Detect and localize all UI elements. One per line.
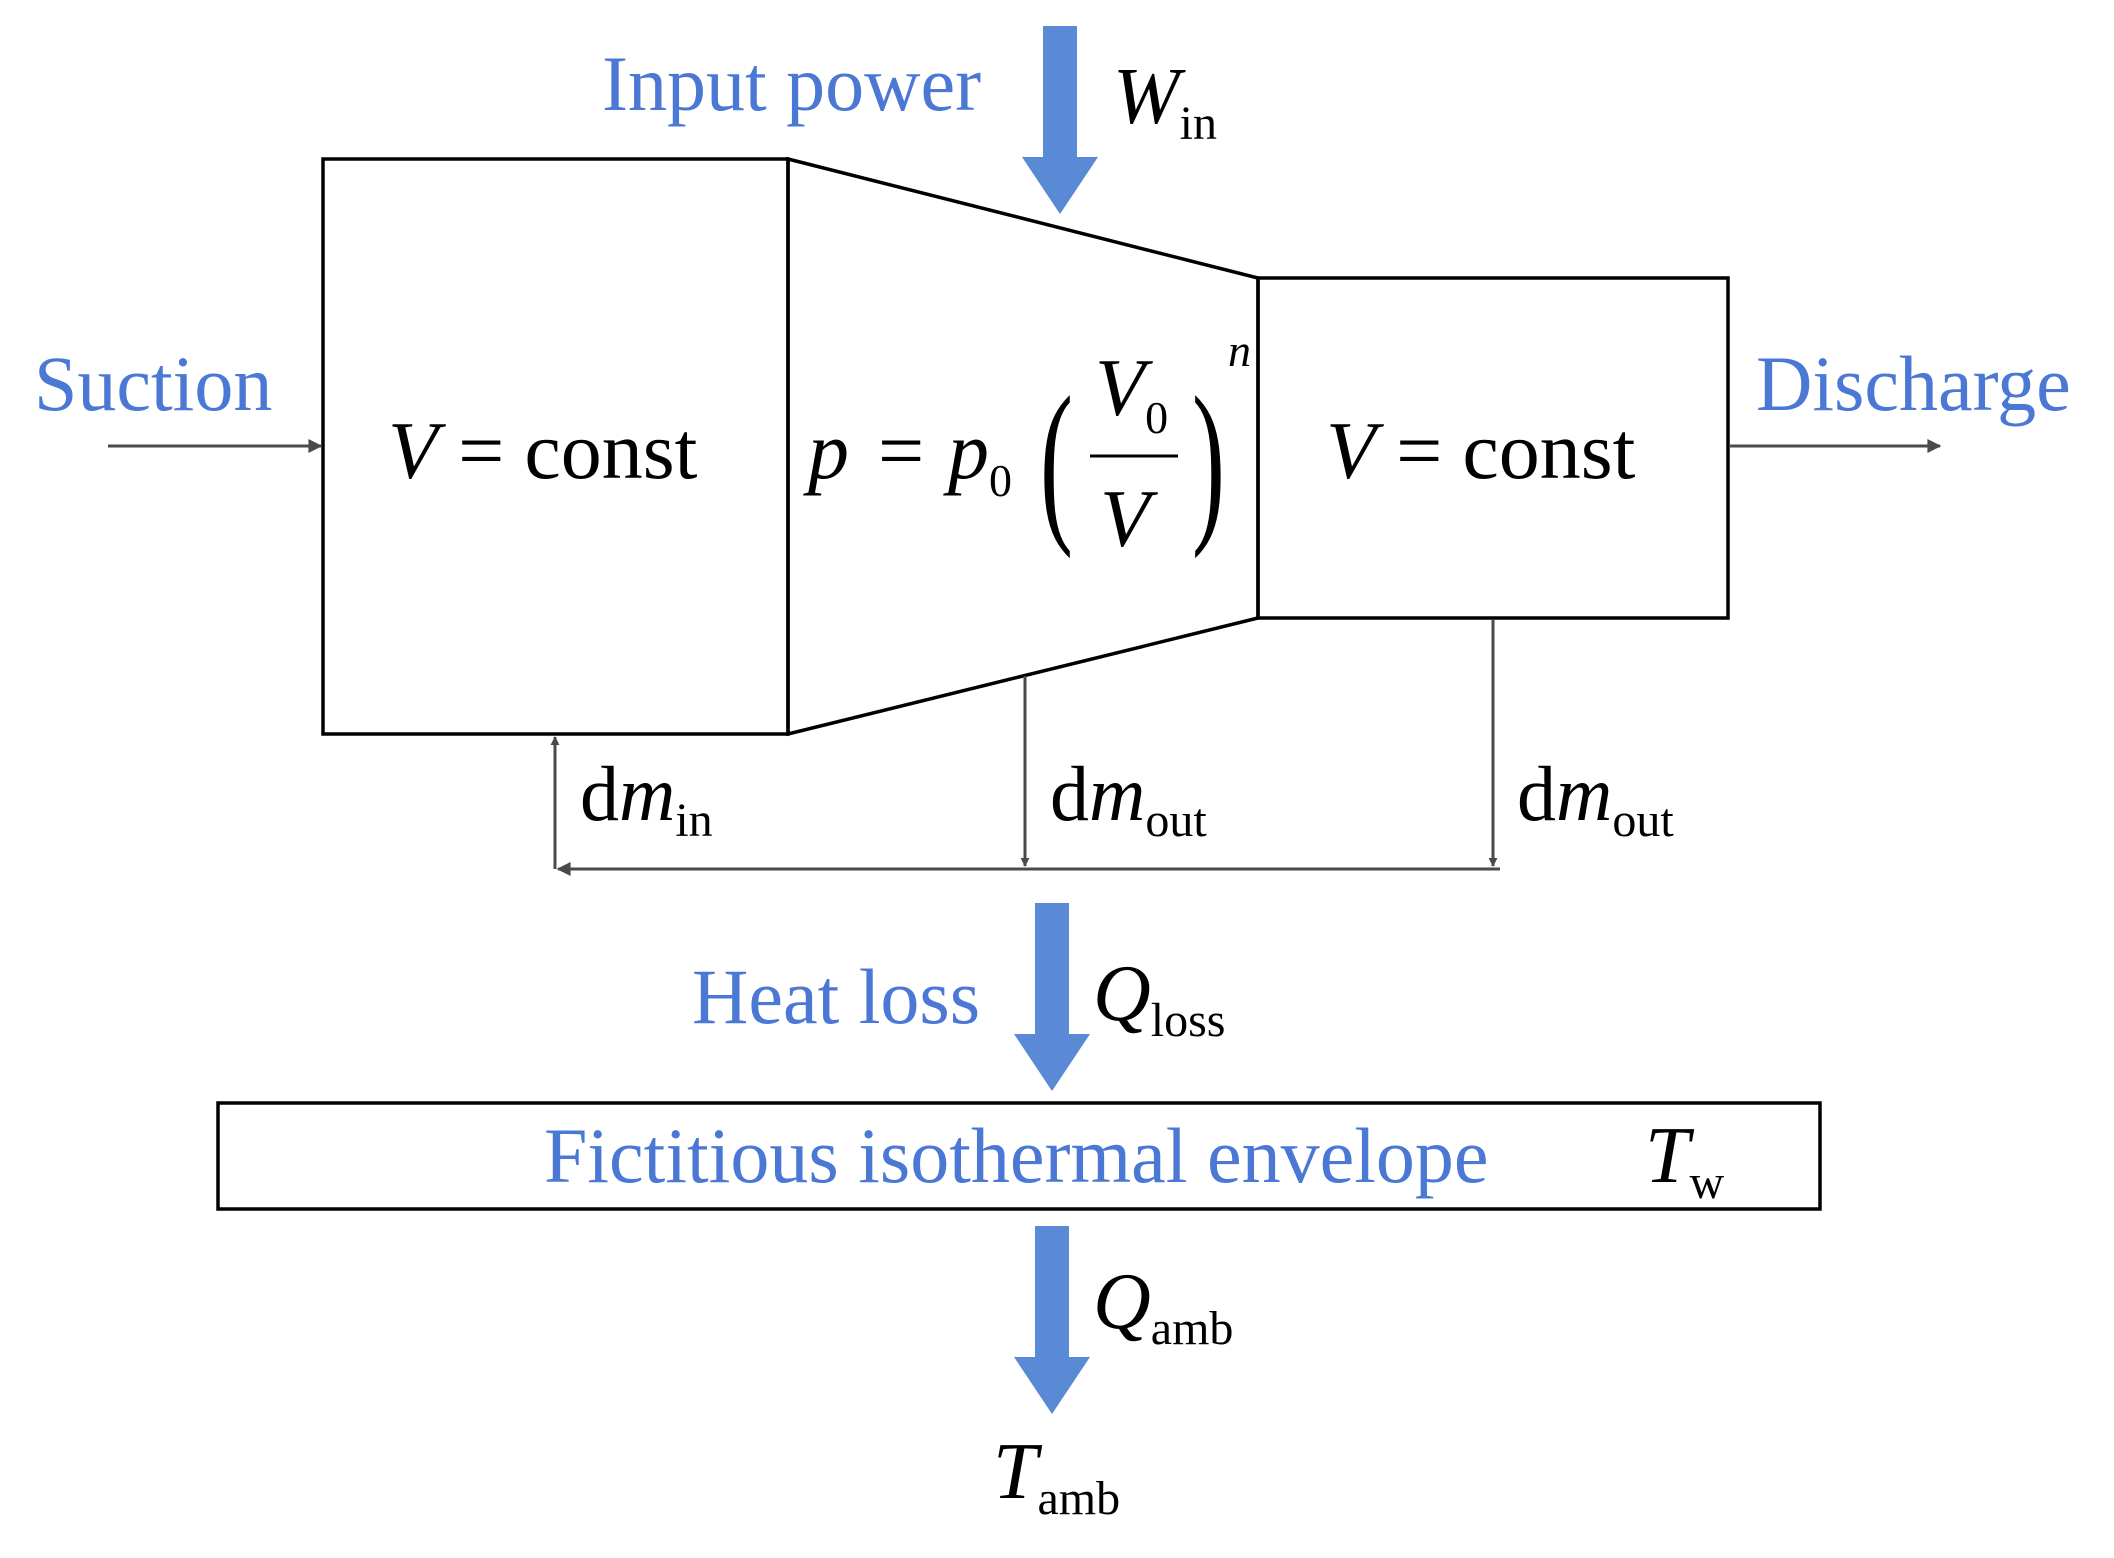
polytropic-equation: p = p0 ( V0 V ) n xyxy=(803,325,1251,564)
eq-p: p xyxy=(803,405,849,496)
right-box-equation: V=const xyxy=(1326,405,1636,496)
eq-right-paren: ) xyxy=(1192,361,1225,559)
eq-left-paren: ( xyxy=(1040,361,1073,559)
dm-out-right-label: dmout xyxy=(1517,750,1674,847)
heat-loss-arrow xyxy=(1014,903,1090,1091)
dm-in-label: dmin xyxy=(580,750,713,847)
t-amb-symbol: Tamb xyxy=(993,1428,1120,1525)
right-chamber-box xyxy=(1256,276,1730,620)
ambient-heat-arrow xyxy=(1014,1226,1090,1414)
eq-denominator: V xyxy=(1100,473,1158,564)
suction-label: Suction xyxy=(34,340,272,427)
left-box-equation: V=const xyxy=(388,405,698,496)
compression-chamber xyxy=(786,156,1260,737)
dm-out-middle-label: dmout xyxy=(1050,750,1207,847)
envelope-label: Fictitious isothermal envelope xyxy=(544,1112,1489,1199)
discharge-label: Discharge xyxy=(1756,340,2071,427)
q-amb-symbol: Qamb xyxy=(1093,1258,1233,1355)
eq-p0: p0 xyxy=(943,405,1012,506)
heat-loss-label: Heat loss xyxy=(692,953,980,1040)
t-w-symbol: Tw xyxy=(1645,1112,1725,1209)
envelope-box xyxy=(216,1101,1822,1211)
eq-exponent: n xyxy=(1228,325,1251,376)
input-power-arrow xyxy=(1022,26,1098,214)
eq-equals: = xyxy=(878,405,924,496)
input-power-label: Input power xyxy=(602,40,981,127)
q-loss-symbol: Qloss xyxy=(1093,950,1225,1047)
w-in-symbol: Win xyxy=(1113,53,1217,150)
eq-numerator: V0 xyxy=(1095,342,1168,443)
